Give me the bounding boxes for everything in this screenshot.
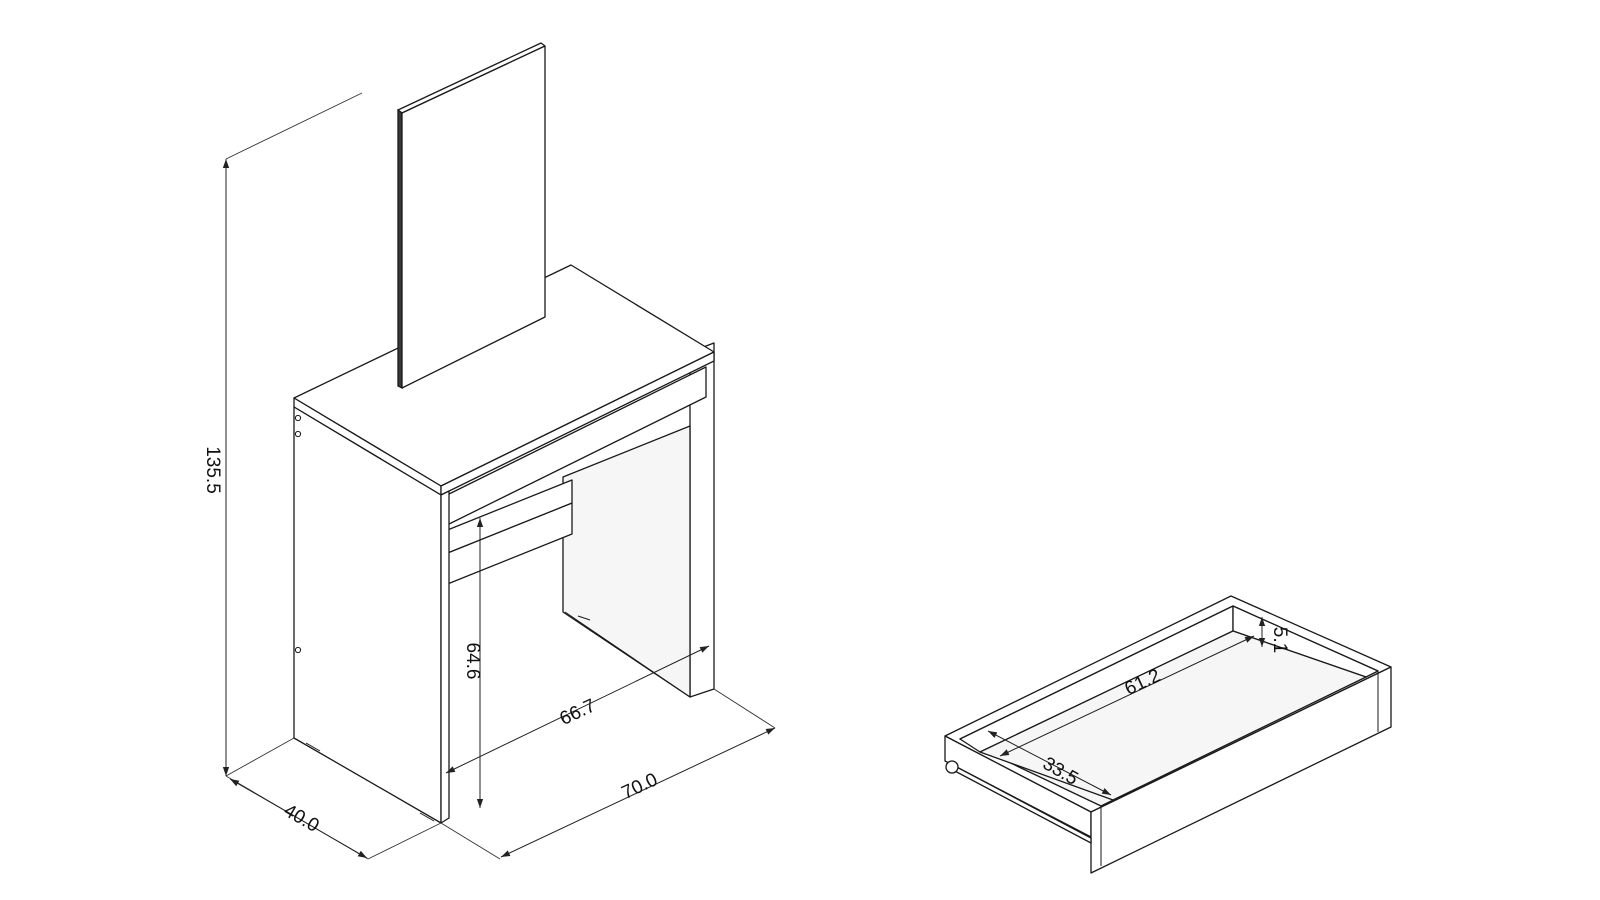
drawer-front-panel	[1090, 666, 1392, 874]
clearance-label: 64.6	[462, 643, 483, 680]
runner-wheel	[945, 760, 959, 774]
drawer-depth-line	[987, 730, 1112, 796]
width-dimension-line	[500, 727, 776, 858]
right-panel-face	[562, 425, 691, 698]
dressing-table	[293, 42, 715, 824]
drawer-height-label: 5.1	[1269, 627, 1290, 653]
inner-width-dimension-line	[445, 645, 710, 774]
width-label: 70.0	[619, 769, 661, 804]
left-panel-front-edge	[440, 490, 450, 824]
tabletop-right-edge	[440, 351, 715, 496]
depth-label: 40.0	[280, 800, 323, 837]
height-label: 135.5	[202, 446, 223, 494]
depth-dimension-line	[229, 778, 368, 859]
mirror	[397, 42, 546, 390]
drawer	[944, 595, 1392, 874]
inner-width-label: 66.7	[557, 695, 599, 730]
